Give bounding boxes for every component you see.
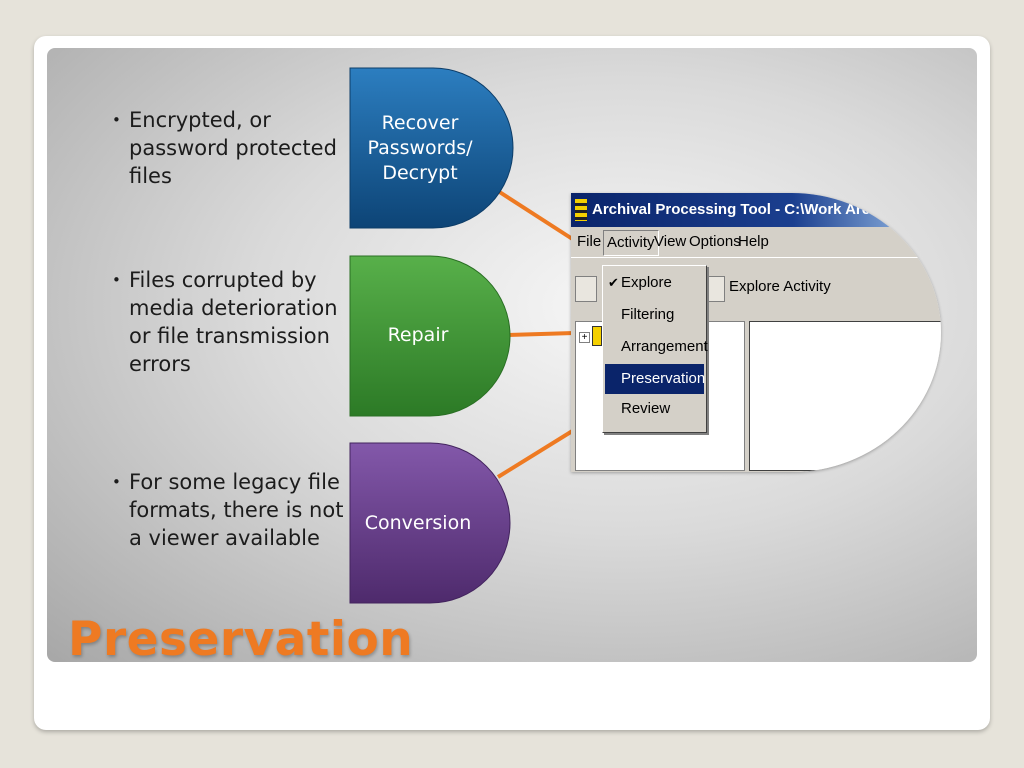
clipboard-icon[interactable] <box>575 276 597 302</box>
menu-item-label: Preservation <box>621 370 706 387</box>
menu-activity[interactable]: Activity <box>603 230 659 256</box>
bullet-marker: • <box>112 111 121 129</box>
menu-item-arrangement[interactable]: Arrangement <box>605 332 708 362</box>
menu-item-review[interactable]: Review <box>605 394 704 424</box>
window-title-bar: Archival Processing Tool - C:\Work Area\… <box>571 193 941 227</box>
check-icon: ✔ <box>608 275 619 290</box>
menu-item-explore[interactable]: ✔ Explore <box>605 268 704 298</box>
menu-file[interactable]: File <box>577 233 602 250</box>
repair-label-line: Repair <box>387 324 449 346</box>
bullet-text: For some legacy file formats, there is n… <box>129 470 344 550</box>
menu-view[interactable]: View <box>654 233 687 250</box>
bullet-item: • For some legacy file formats, there is… <box>112 468 352 552</box>
menu-bar: File Activity View Options Help <box>571 227 941 257</box>
menu-item-label: Review <box>621 400 671 417</box>
app-logo-icon <box>575 199 587 221</box>
bullet-marker: • <box>112 473 121 491</box>
menu-item-label: Explore <box>621 274 672 291</box>
slide-title: Preservation <box>68 612 414 667</box>
recover-shape <box>349 67 514 229</box>
menu-item-label: Filtering <box>621 306 675 323</box>
recover-label-line: Passwords/ <box>367 137 473 159</box>
bullet-item: • Encrypted, or password protected files <box>112 106 352 190</box>
menu-help[interactable]: Help <box>738 233 769 250</box>
window-title: Archival Processing Tool - C:\Work Area\… <box>592 201 891 218</box>
folder-icon <box>592 326 602 346</box>
menu-item-filtering[interactable]: Filtering <box>605 300 704 330</box>
bullet-marker: • <box>112 271 121 289</box>
view-pane <box>749 321 941 471</box>
bullet-text: Encrypted, or password protected files <box>129 108 337 188</box>
bullet-text: Files corrupted by media deterioration o… <box>129 268 338 376</box>
recover-label: Recover Passwords/ Decrypt <box>350 111 490 186</box>
bullet-item: • Files corrupted by media deterioration… <box>112 266 352 378</box>
recover-label-line: Decrypt <box>382 162 458 184</box>
repair-shape <box>349 255 511 417</box>
tree-expander-icon[interactable]: + <box>579 332 590 343</box>
activity-indicator-label: Explore Activity <box>729 278 831 295</box>
app-screenshot: Archival Processing Tool - C:\Work Area\… <box>571 193 941 472</box>
activity-dropdown-menu: ✔ Explore Filtering Arrangement Preserva… <box>602 265 708 433</box>
conversion-shape <box>349 442 511 604</box>
menu-item-label: Arrangement <box>621 338 708 355</box>
menu-item-preservation[interactable]: Preservation <box>605 364 706 394</box>
repair-label: Repair <box>350 323 486 348</box>
recover-label-line: Recover <box>381 112 459 134</box>
menu-options[interactable]: Options <box>689 233 741 250</box>
conversion-label-line: Conversion <box>364 512 472 534</box>
conversion-label: Conversion <box>350 511 486 536</box>
